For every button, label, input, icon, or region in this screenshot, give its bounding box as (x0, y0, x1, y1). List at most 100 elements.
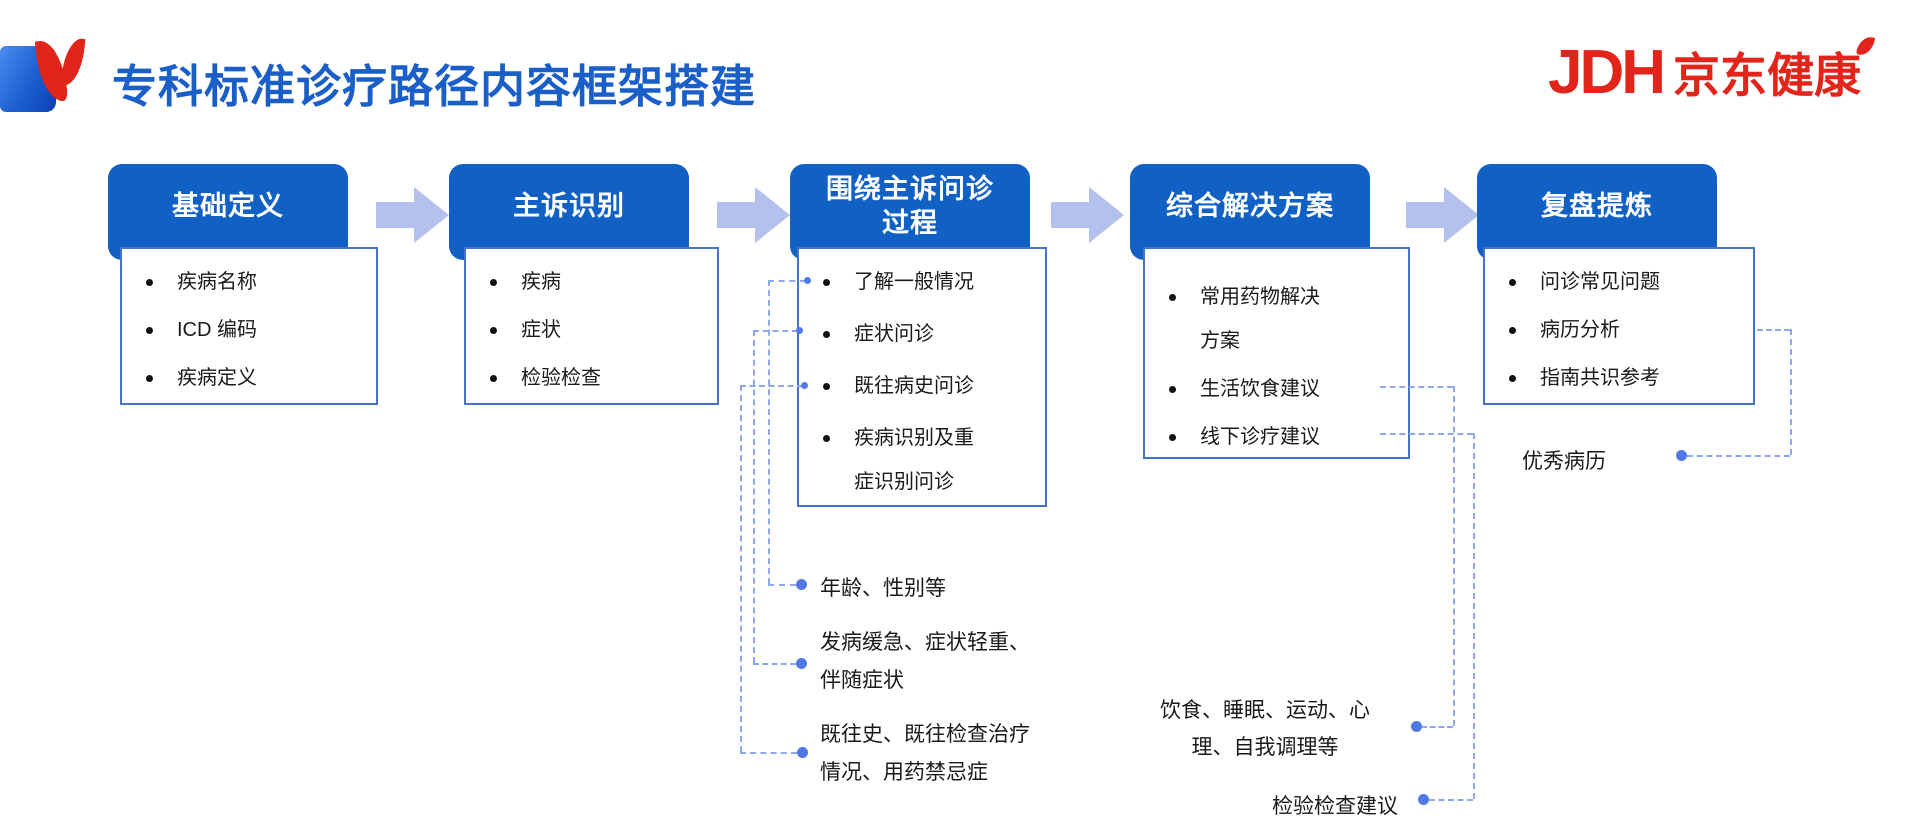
dashed-connector (1380, 433, 1473, 435)
connector-dot-icon (796, 327, 803, 334)
flow-arrow-icon (376, 187, 449, 243)
dashed-connector (740, 385, 803, 387)
bullet-dot-icon (1509, 327, 1516, 334)
list-item-text: ICD 编码 (177, 319, 257, 341)
jdh-logo-cn-text: 京东健康 (1673, 49, 1862, 102)
list-item: 生活饮食建议 (1145, 367, 1408, 411)
list-item: 疾病识别及重 症识别问诊 (799, 416, 1045, 504)
list-item: 症状问诊 (799, 312, 1045, 356)
stage-content-inquiry-process: 了解一般情况 症状问诊 既往病史问诊 疾病识别及重 症识别问诊 (797, 247, 1047, 507)
jdh-logo: JDH 京东健康 (1548, 34, 1876, 107)
stage-header-basic-definition: 基础定义 (108, 164, 348, 260)
stage-item-list: 常用药物解决 方案 生活饮食建议 线下诊疗建议 (1145, 249, 1408, 459)
list-item-text: 疾病 (521, 271, 561, 293)
list-item-text: 症状 (521, 319, 561, 341)
connector-dot-icon (1418, 794, 1429, 805)
list-item-text: 常用药物解决 方案 (1200, 286, 1320, 352)
bullet-dot-icon (1509, 375, 1516, 382)
bullet-dot-icon (823, 279, 830, 286)
stage-header-inquiry-process: 围绕主诉问诊 过程 (790, 164, 1030, 260)
stage-item-list: 问诊常见问题 病历分析 指南共识参考 (1485, 249, 1753, 400)
stage-title: 主诉识别 (513, 191, 625, 221)
list-item: 既往病史问诊 (799, 364, 1045, 408)
list-item-text: 检验检查 (521, 367, 601, 389)
list-item-text: 既往病史问诊 (854, 375, 974, 397)
dashed-connector (753, 663, 796, 665)
list-item: 线下诊疗建议 (1145, 415, 1408, 459)
stage-content-solution: 常用药物解决 方案 生活饮食建议 线下诊疗建议 (1143, 247, 1410, 459)
annotation-excellent-records: 优秀病历 (1522, 450, 1606, 473)
list-item: 疾病名称 (122, 260, 376, 304)
list-item-text: 疾病定义 (177, 367, 257, 389)
list-item: 疾病 (466, 260, 717, 304)
list-item-text: 线下诊疗建议 (1200, 426, 1320, 448)
list-item: ICD 编码 (122, 308, 376, 352)
list-item: 指南共识参考 (1485, 356, 1753, 400)
stage-header-review: 复盘提炼 (1477, 164, 1717, 260)
stage-item-list: 疾病名称 ICD 编码 疾病定义 (122, 249, 376, 400)
connector-dot-icon (1411, 721, 1422, 732)
jdh-logo-text: JDH (1548, 38, 1666, 107)
bullet-dot-icon (490, 327, 497, 334)
connector-dot-icon (796, 658, 807, 669)
connector-dot-icon (796, 579, 807, 590)
dashed-connector (1429, 799, 1473, 801)
list-item: 了解一般情况 (799, 260, 1045, 304)
annotation-lab-test-advice: 检验检查建议 (1272, 795, 1398, 818)
connector-dot-icon (801, 382, 808, 389)
dashed-connector (768, 280, 770, 584)
bullet-dot-icon (1169, 386, 1176, 393)
stage-header-solution: 综合解决方案 (1130, 164, 1370, 260)
dashed-connector (1687, 455, 1790, 457)
dashed-connector (1757, 329, 1790, 331)
bullet-dot-icon (490, 279, 497, 286)
connector-dot-icon (804, 277, 811, 284)
bullet-dot-icon (823, 435, 830, 442)
list-item: 问诊常见问题 (1485, 260, 1753, 304)
flow-arrow-icon (1406, 187, 1479, 243)
dashed-connector (753, 330, 798, 332)
list-item: 病历分析 (1485, 308, 1753, 352)
bullet-dot-icon (146, 375, 153, 382)
stage-item-list: 了解一般情况 症状问诊 既往病史问诊 疾病识别及重 症识别问诊 (799, 249, 1045, 504)
annotation-age-gender: 年龄、性别等 (820, 577, 946, 600)
brand-petal-right-icon (60, 37, 86, 87)
annotation-past-history: 既往史、既往检查治疗 情况、用药禁忌症 (820, 723, 1030, 784)
flow-arrow-icon (1051, 187, 1124, 243)
list-item: 检验检查 (466, 356, 717, 400)
stage-item-list: 疾病 症状 检验检查 (466, 249, 717, 400)
dashed-connector (740, 385, 742, 752)
list-item: 症状 (466, 308, 717, 352)
dashed-connector (1473, 433, 1475, 799)
stage-title: 基础定义 (172, 191, 284, 221)
dashed-connector (768, 280, 806, 282)
dashed-connector (740, 752, 797, 754)
list-item-text: 生活饮食建议 (1200, 378, 1320, 400)
dashed-connector (1421, 726, 1453, 728)
stage-title: 复盘提炼 (1541, 191, 1653, 221)
list-item-text: 问诊常见问题 (1540, 271, 1660, 293)
bullet-dot-icon (823, 383, 830, 390)
dashed-connector (1790, 329, 1792, 455)
list-item-text: 指南共识参考 (1540, 367, 1660, 389)
list-item: 常用药物解决 方案 (1145, 275, 1408, 363)
bullet-dot-icon (146, 279, 153, 286)
bullet-dot-icon (1169, 294, 1176, 301)
stage-content-review: 问诊常见问题 病历分析 指南共识参考 (1483, 247, 1755, 405)
dashed-connector (1380, 386, 1453, 388)
bullet-dot-icon (146, 327, 153, 334)
annotation-lifestyle: 饮食、睡眠、运动、心 理、自我调理等 (1160, 699, 1370, 759)
jdh-leaf-icon (1855, 34, 1876, 58)
page-title: 专科标准诊疗路径内容框架搭建 (112, 61, 757, 112)
stage-content-basic-definition: 疾病名称 ICD 编码 疾病定义 (120, 247, 378, 405)
list-item-text: 症状问诊 (854, 323, 934, 345)
list-item-text: 病历分析 (1540, 319, 1620, 341)
list-item-text: 疾病识别及重 症识别问诊 (854, 427, 974, 493)
stage-header-chief-complaint: 主诉识别 (449, 164, 689, 260)
list-item: 疾病定义 (122, 356, 376, 400)
list-item-text: 疾病名称 (177, 271, 257, 293)
connector-dot-icon (797, 747, 808, 758)
dashed-connector (753, 330, 755, 663)
stage-title: 综合解决方案 (1166, 191, 1334, 221)
